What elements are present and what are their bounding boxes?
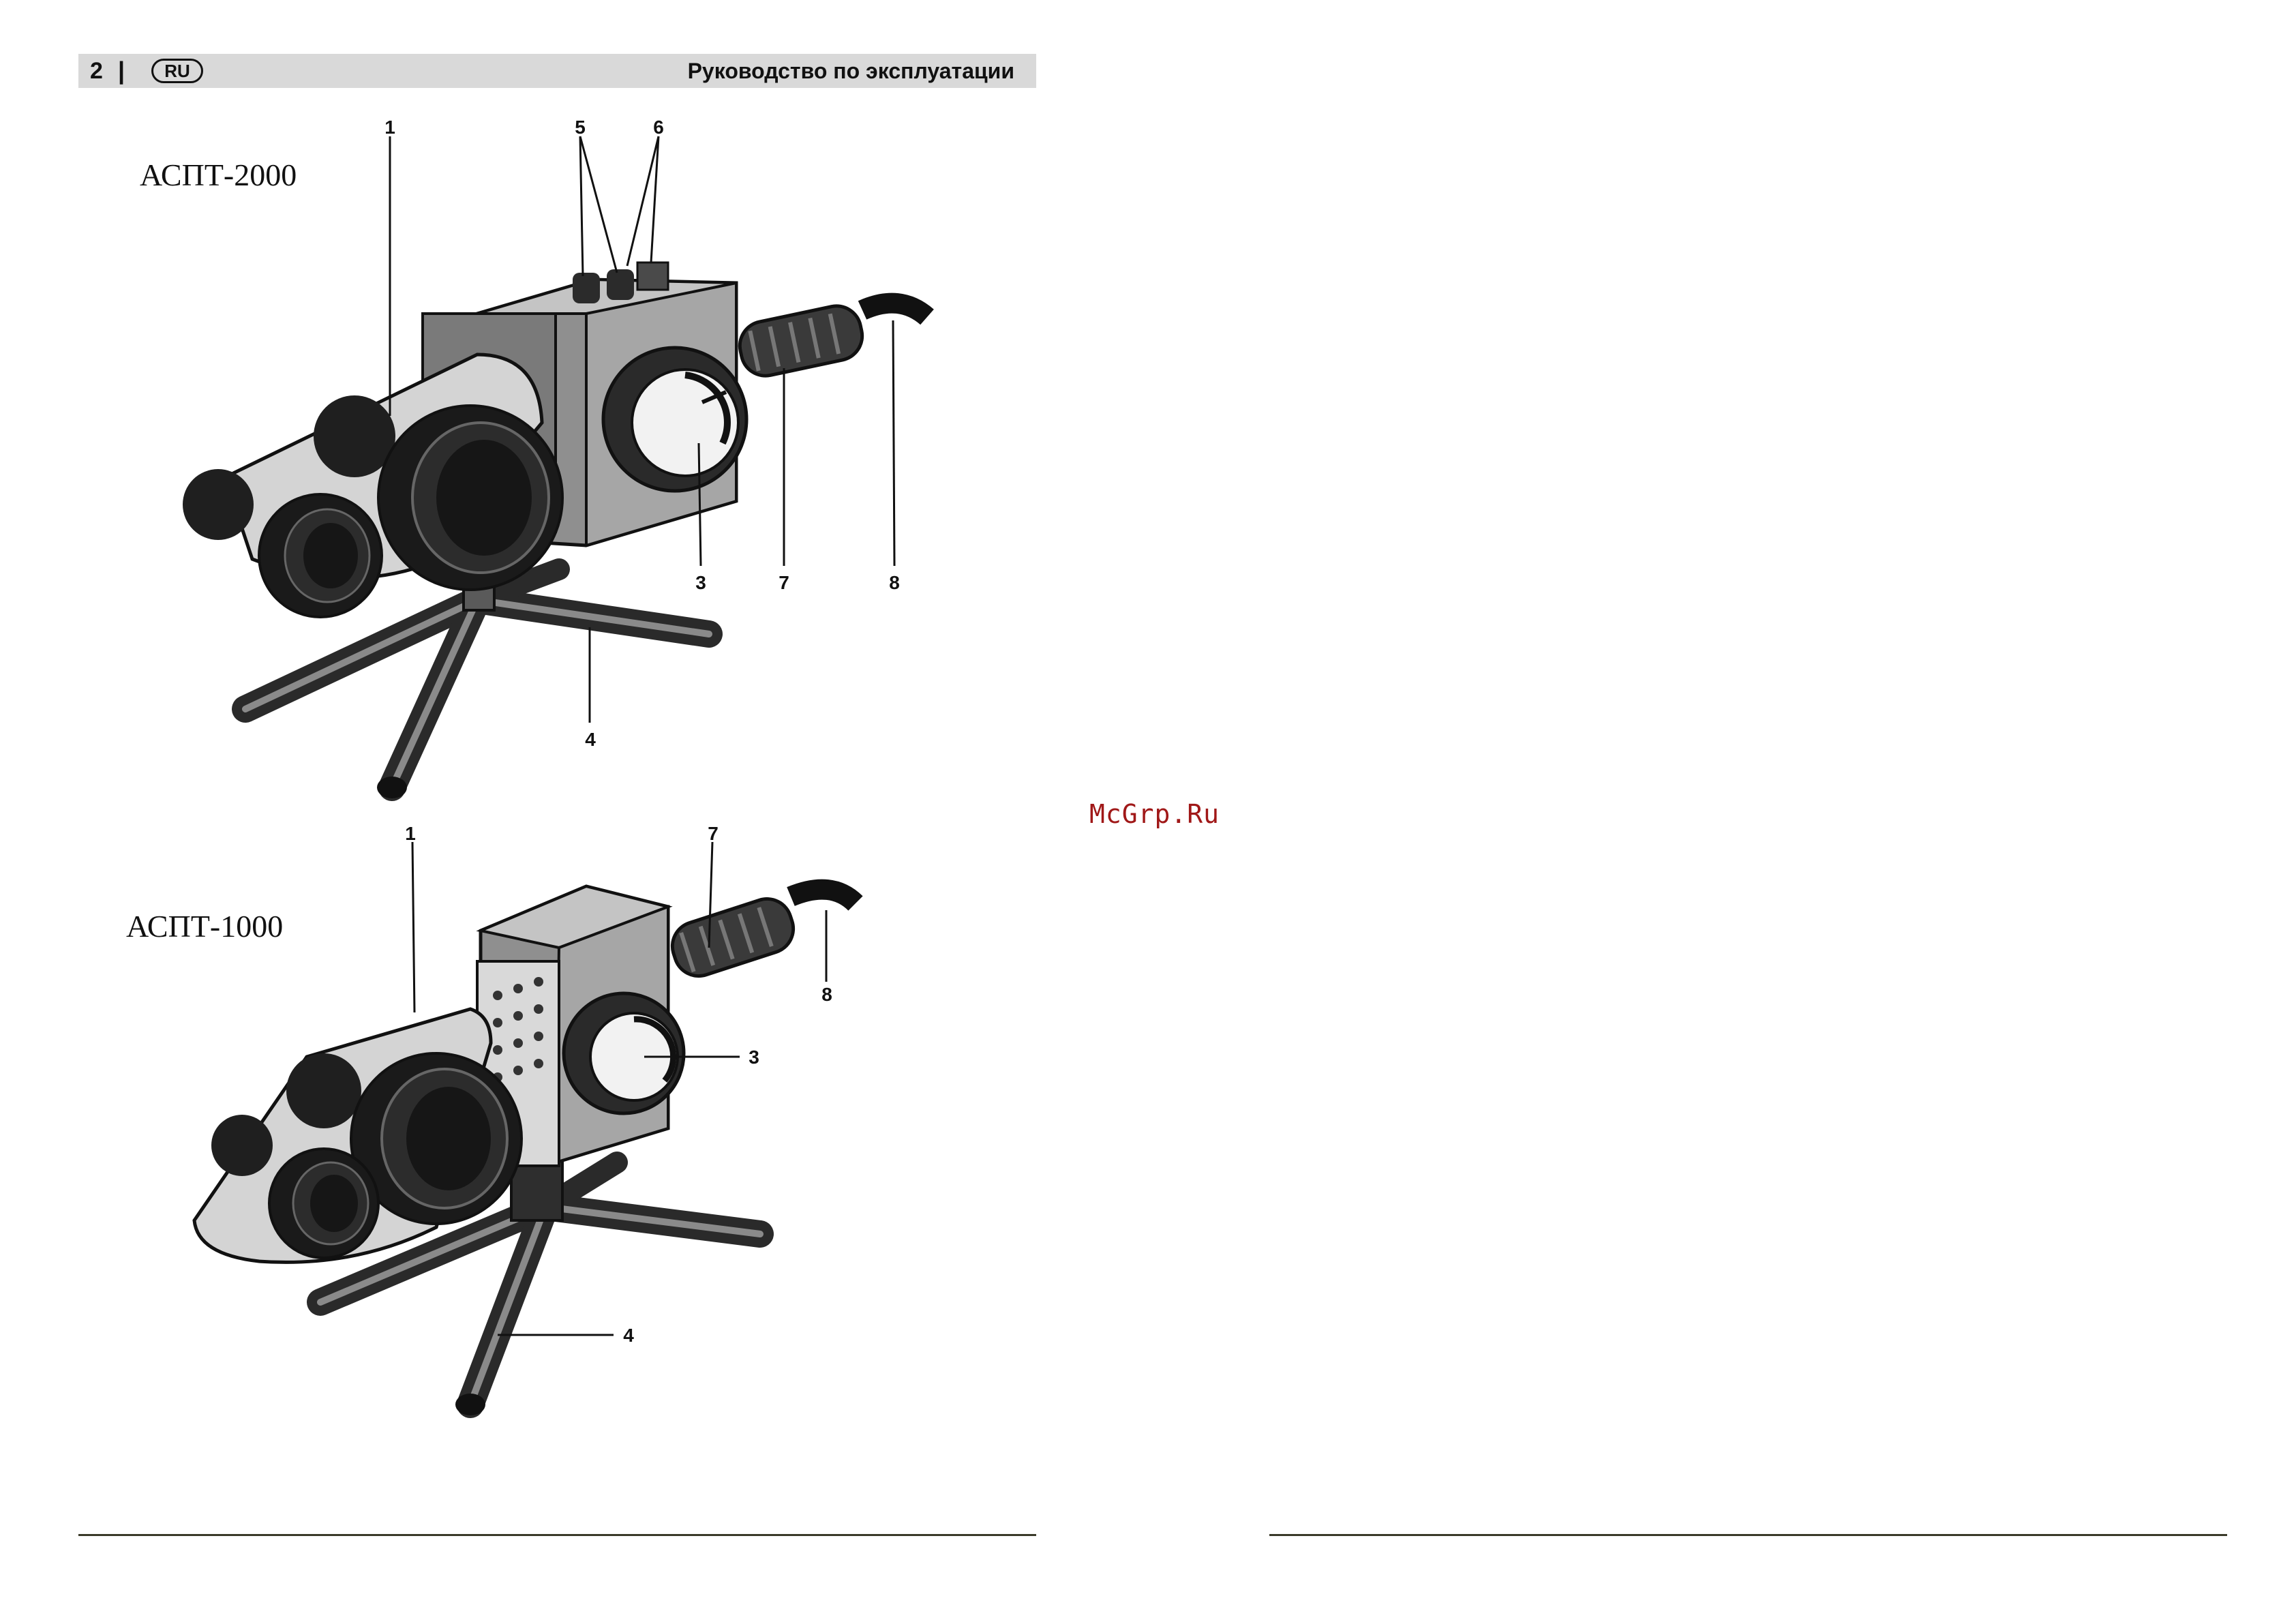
callout-3: 3 bbox=[749, 1047, 759, 1068]
heating-plate-illustration bbox=[183, 314, 562, 617]
callout-8: 8 bbox=[821, 984, 832, 1005]
callout-1: 1 bbox=[405, 823, 416, 844]
figure-aspt-2000: 1 5 6 3 7 8 4 bbox=[0, 0, 1036, 818]
callout-7: 7 bbox=[708, 823, 719, 844]
callout-4: 4 bbox=[585, 729, 596, 750]
figure-aspt-1000: 1 7 8 3 4 bbox=[0, 818, 1036, 1432]
callout-3: 3 bbox=[695, 572, 706, 593]
footer-rule-right bbox=[1269, 1534, 2227, 1536]
callout-8: 8 bbox=[889, 572, 900, 593]
callout-1: 1 bbox=[384, 117, 395, 138]
callout-6: 6 bbox=[653, 117, 664, 138]
callout-5: 5 bbox=[575, 117, 586, 138]
handle-illustration bbox=[736, 301, 927, 380]
footer-rule-left bbox=[78, 1534, 1036, 1536]
callout-7: 7 bbox=[779, 572, 789, 593]
watermark-text: McGrp.Ru bbox=[1089, 799, 1220, 829]
callout-4: 4 bbox=[623, 1325, 634, 1346]
